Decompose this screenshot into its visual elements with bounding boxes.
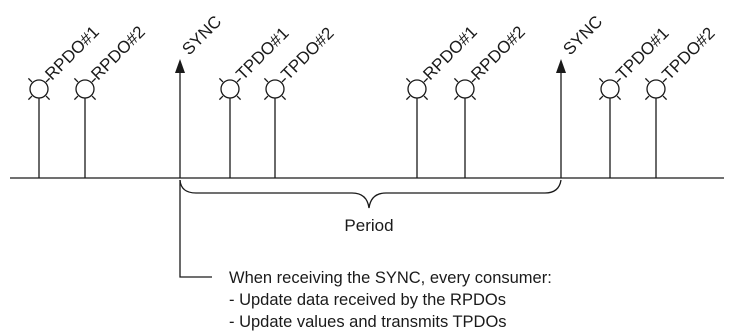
lamp-circle bbox=[600, 79, 620, 99]
sync-label: SYNC bbox=[178, 12, 225, 59]
lamp-ray bbox=[662, 95, 668, 101]
lamp-icon bbox=[405, 77, 429, 101]
lamp-icon bbox=[453, 77, 477, 101]
lamp-ray bbox=[73, 95, 79, 101]
lamp-icon bbox=[598, 77, 622, 101]
lamp-icon bbox=[218, 77, 242, 101]
lamp-ray bbox=[405, 77, 411, 83]
lamp-ray bbox=[616, 95, 622, 101]
lamp-ray bbox=[644, 77, 650, 83]
sync-label: SYNC bbox=[559, 12, 606, 59]
sync-note-heading: When receiving the SYNC, every consumer: bbox=[229, 269, 552, 287]
lamp-ray bbox=[471, 77, 477, 83]
lamp-ray bbox=[598, 95, 604, 101]
pdo-marker: TPDO#1 bbox=[218, 24, 293, 178]
pdo-marker: RPDO#1 bbox=[405, 22, 481, 178]
lamp-ray bbox=[281, 95, 287, 101]
lamp-ray bbox=[423, 77, 429, 83]
lamp-ray bbox=[263, 95, 269, 101]
lamp-circle bbox=[646, 79, 666, 99]
lamp-ray bbox=[91, 77, 97, 83]
lamp-ray bbox=[644, 95, 650, 101]
sync-arrow-icon bbox=[556, 59, 566, 73]
lamp-ray bbox=[91, 95, 97, 101]
lamp-circle bbox=[455, 79, 475, 99]
lamp-icon bbox=[27, 77, 51, 101]
lamp-ray bbox=[73, 77, 79, 83]
lamp-ray bbox=[453, 95, 459, 101]
lamp-icon bbox=[644, 77, 668, 101]
lamp-ray bbox=[405, 95, 411, 101]
lamp-icon bbox=[73, 77, 97, 101]
lamp-circle bbox=[407, 79, 427, 99]
lamp-circle bbox=[75, 79, 95, 99]
lamp-ray bbox=[423, 95, 429, 101]
lamp-circle bbox=[220, 79, 240, 99]
pdo-marker: RPDO#1 bbox=[27, 22, 103, 178]
lamp-ray bbox=[598, 77, 604, 83]
lamp-ray bbox=[45, 77, 51, 83]
lamp-circle bbox=[265, 79, 285, 99]
lamp-ray bbox=[662, 77, 668, 83]
lamp-ray bbox=[236, 95, 242, 101]
lamp-ray bbox=[218, 77, 224, 83]
sync-marker: SYNC bbox=[556, 12, 606, 178]
lamp-ray bbox=[27, 95, 33, 101]
lamp-ray bbox=[27, 77, 33, 83]
sync-marker: SYNC bbox=[175, 12, 225, 178]
lamp-ray bbox=[471, 95, 477, 101]
sync-arrow-icon bbox=[175, 59, 185, 73]
sync-callout-line bbox=[179, 180, 212, 278]
period-label: Period bbox=[344, 216, 393, 235]
lamp-circle bbox=[29, 79, 49, 99]
lamp-ray bbox=[281, 77, 287, 83]
lamp-ray bbox=[263, 77, 269, 83]
lamp-icon bbox=[263, 77, 287, 101]
lamp-ray bbox=[616, 77, 622, 83]
lamp-ray bbox=[218, 95, 224, 101]
lamp-ray bbox=[236, 77, 242, 83]
lamp-ray bbox=[45, 95, 51, 101]
pdo-marker: TPDO#1 bbox=[598, 24, 673, 178]
period-brace bbox=[179, 179, 562, 209]
sync-note-line-1: - Update data received by the RPDOs bbox=[229, 291, 506, 309]
lamp-ray bbox=[453, 77, 459, 83]
sync-note-line-2: - Update values and transmits TPDOs bbox=[229, 313, 507, 331]
